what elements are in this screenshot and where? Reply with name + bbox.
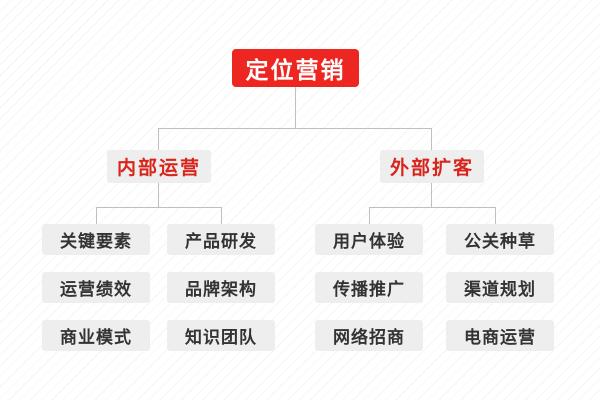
leaf-node-pr-seeding[interactable]: 公关种草	[446, 224, 554, 255]
root-node[interactable]: 定位营销	[232, 49, 359, 87]
connector-branch-right-bus	[369, 207, 495, 208]
connector-root-to-branch-left	[158, 128, 159, 151]
connector-root-bus	[158, 128, 432, 129]
leaf-node-business-model[interactable]: 商业模式	[42, 320, 150, 351]
leaf-node-brand-architecture[interactable]: 品牌架构	[167, 272, 275, 303]
connector-branch-right-stem	[431, 183, 432, 207]
leaf-node-knowledge-team[interactable]: 知识团队	[167, 320, 275, 351]
leaf-node-product-rd[interactable]: 产品研发	[167, 224, 275, 255]
connector-branch-left-col2	[221, 207, 222, 224]
leaf-node-online-investment[interactable]: 网络招商	[315, 320, 423, 351]
branch-node-external-acquisition[interactable]: 外部扩客	[380, 150, 484, 183]
connector-branch-left-col1	[96, 207, 97, 224]
connector-branch-right-col2	[495, 207, 496, 224]
branch-node-internal-operations[interactable]: 内部运营	[107, 150, 211, 183]
leaf-node-communication-promotion[interactable]: 传播推广	[315, 272, 423, 303]
leaf-node-key-elements[interactable]: 关键要素	[42, 224, 150, 255]
connector-branch-left-stem	[158, 183, 159, 207]
leaf-node-ecommerce-operations[interactable]: 电商运营	[446, 320, 554, 351]
connector-root-stem	[295, 87, 296, 128]
leaf-node-operating-performance[interactable]: 运营绩效	[42, 272, 150, 303]
connector-branch-left-bus	[96, 207, 222, 208]
leaf-node-user-experience[interactable]: 用户体验	[315, 224, 423, 255]
connector-branch-right-col1	[369, 207, 370, 224]
connector-root-to-branch-right	[431, 128, 432, 151]
leaf-node-channel-planning[interactable]: 渠道规划	[446, 272, 554, 303]
